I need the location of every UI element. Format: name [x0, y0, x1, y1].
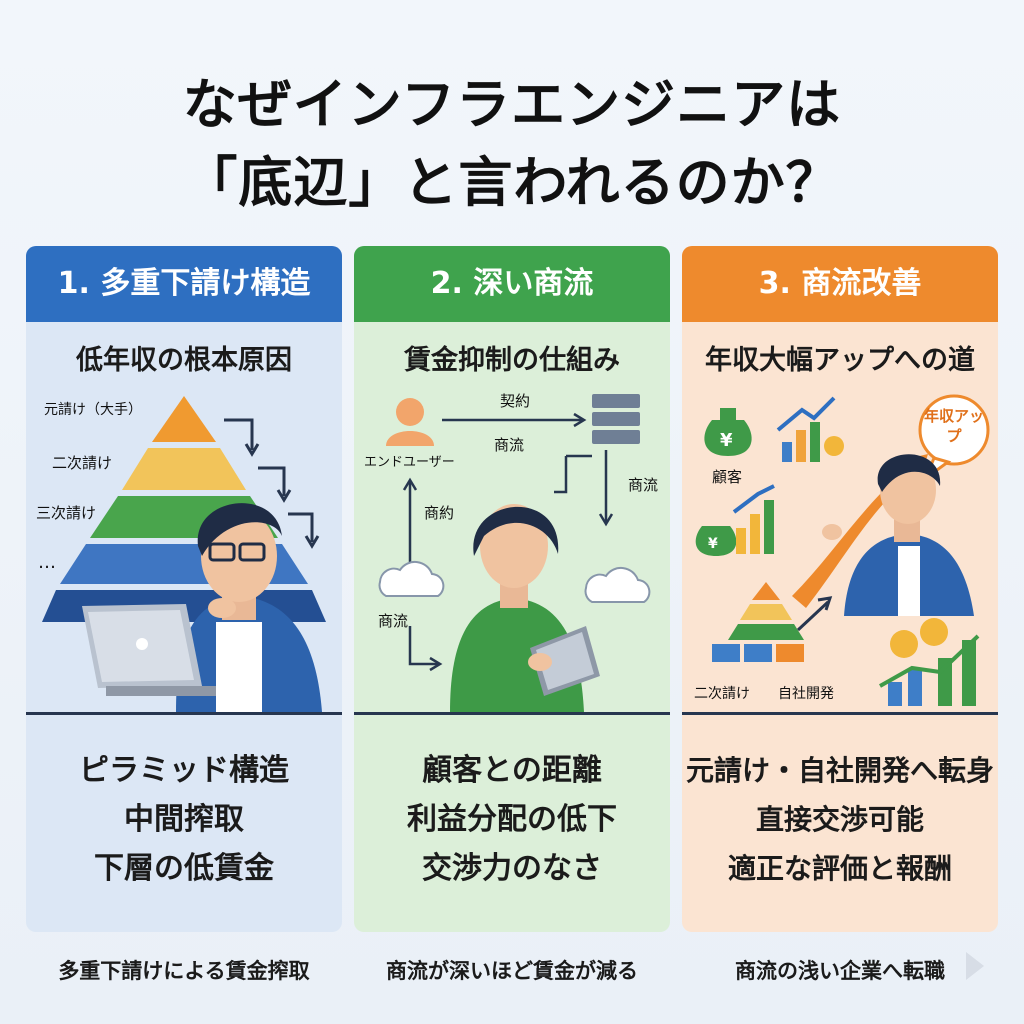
small-pyramid-icon — [712, 582, 804, 662]
worried-engineer-figure — [82, 503, 322, 712]
point-item: 適正な評価と報酬 — [727, 852, 952, 885]
card-subtitle: 年収大幅アップへの道 — [705, 345, 975, 376]
user-icon — [386, 398, 434, 446]
supply-chain-illustration: エンドユーザー 契約 商流 商約 商流 商流 — [364, 392, 658, 712]
card-header: 1. 多重下請け構造 — [26, 246, 342, 322]
point-item: 下層の低賃金 — [94, 851, 274, 886]
cloud-icons — [378, 560, 651, 603]
inhouse-label: 自社開発 — [778, 686, 834, 702]
money-bag-icon: ¥ — [704, 408, 752, 456]
step-down-arrows — [224, 418, 320, 549]
key-points: 元請け・自社開発へ転身 直接交渉可能 適正な評価と報酬 — [682, 746, 998, 893]
card-header: 2. 深い商流 — [354, 246, 670, 322]
key-points: 顧客との距離 利益分配の低下 交渉力のなさ — [354, 746, 670, 893]
pyramid-tier-2 — [122, 448, 246, 490]
point-item: 直接交渉可能 — [755, 803, 924, 836]
svg-text:¥: ¥ — [708, 536, 718, 552]
income-growth-illustration: ¥ 顧客 年収アップ ¥ — [694, 394, 990, 706]
flow-arrows — [402, 412, 614, 672]
footer-caption: 商流の浅い企業へ転職 — [735, 959, 945, 983]
bubble-text: 年収アップ — [923, 407, 984, 445]
contract-label: 契約 — [500, 392, 530, 410]
point-item: ピラミッド構造 — [79, 753, 289, 788]
end-user-label: エンドユーザー — [364, 455, 455, 470]
svg-text:¥: ¥ — [720, 430, 733, 451]
key-points: ピラミッド構造 中間搾取 下層の低賃金 — [26, 746, 342, 893]
point-item: 元請け・自社開発へ転身 — [685, 754, 994, 787]
secondary-label: 二次請け — [694, 686, 750, 702]
page-title-line2: 「底辺」と言われるのか？ — [183, 151, 841, 214]
worried-woman-figure — [450, 504, 600, 712]
point-item: 交渉力のなさ — [422, 851, 602, 886]
growth-arrow — [792, 454, 928, 608]
money-growth-icon: ¥ — [695, 484, 775, 556]
card-supply-chain-improvement: 3. 商流改善 年収大幅アップへの道 ¥ 顧客 年収アップ ¥ — [682, 246, 998, 932]
card-deep-supply-chain: 2. 深い商流 賃金抑制の仕組み エンドユーザー 契約 商流 商約 商流 商流 — [354, 246, 670, 932]
happy-engineer-figure — [822, 454, 974, 616]
point-item: 顧客との距離 — [422, 753, 602, 788]
card-subtitle: 低年収の根本原因 — [76, 345, 292, 376]
flow-label-top: 商流 — [494, 436, 524, 454]
flow-label-right: 商流 — [628, 476, 658, 494]
card-subtitle: 賃金抑制の仕組み — [404, 345, 620, 376]
bar-chart-icon — [776, 396, 844, 462]
point-item: 中間搾取 — [124, 802, 244, 837]
speech-bubble — [918, 394, 990, 483]
server-icon — [592, 394, 640, 444]
card-divider — [682, 712, 998, 715]
card-multi-subcontract: 1. 多重下請け構造 低年収の根本原因 元請け（大手） 二次請け 三次請け … — [26, 246, 342, 932]
card-header: 3. 商流改善 — [682, 246, 998, 322]
page-title-line1: なぜインフラエンジニアは — [182, 73, 842, 136]
tier-label-more: … — [38, 552, 56, 573]
flow-label-bottom: 商流 — [378, 612, 408, 630]
card-divider — [354, 712, 670, 715]
tier-label-prime: 元請け（大手） — [44, 402, 142, 418]
footer-caption: 商流が深いほど賃金が減る — [386, 959, 638, 983]
tier-label-third: 三次請け — [36, 504, 96, 522]
next-arrow-icon — [966, 952, 984, 980]
coins-growth-icon — [879, 618, 980, 706]
tier-label-second: 二次請け — [52, 454, 112, 472]
pyramid-tier-top — [152, 396, 216, 442]
flow-label-left: 商約 — [424, 504, 454, 522]
footer-caption: 多重下請けによる賃金搾取 — [58, 959, 310, 983]
point-item: 利益分配の低下 — [407, 802, 617, 837]
customer-label: 顧客 — [712, 468, 742, 486]
pyramid-illustration: 元請け（大手） 二次請け 三次請け … — [36, 396, 326, 712]
card-divider — [26, 712, 342, 715]
